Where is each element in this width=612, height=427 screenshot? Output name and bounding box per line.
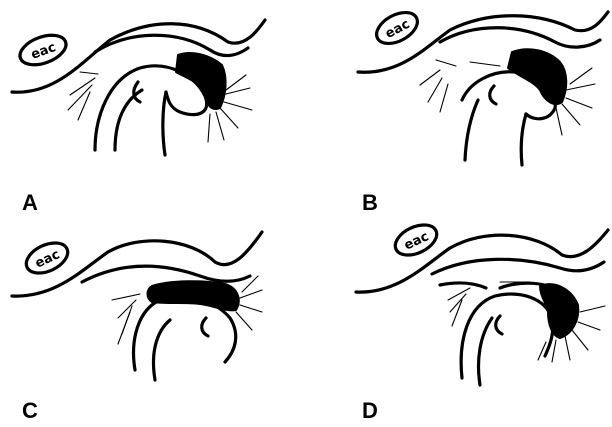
disc-displaced — [508, 49, 566, 104]
panel-letter-c: C — [22, 398, 38, 423]
condyle-mark — [202, 318, 208, 336]
ear-canal-label: eac — [16, 30, 70, 71]
disc-posterior-band — [176, 53, 226, 109]
condyle-mark — [490, 86, 496, 104]
panel-letter-b: B — [362, 190, 378, 215]
condyle-mark — [496, 316, 502, 334]
panel-a: eac A — [12, 20, 265, 215]
condyle-neck — [465, 100, 478, 160]
anterior-fibers — [448, 282, 530, 326]
panel-letter-d: D — [362, 398, 378, 423]
panel-letter-a: A — [22, 190, 38, 215]
articular-eminence — [82, 266, 250, 282]
ear-canal-label: eac — [391, 219, 442, 261]
articular-eminence — [432, 259, 604, 274]
panel-c: eac C — [12, 232, 262, 423]
perforation-gap-left — [440, 283, 486, 288]
panel-b: eac B — [358, 6, 608, 215]
condyle-head — [461, 294, 553, 378]
condyle-neck — [153, 320, 170, 380]
condyle-head — [134, 297, 236, 370]
disc-normal — [148, 281, 239, 310]
condyle-neck — [479, 318, 493, 385]
retrodiscal-fibers — [236, 276, 262, 330]
ear-canal-label: eac — [371, 6, 422, 50]
anterior-fibers — [420, 60, 500, 112]
condyle-head — [95, 66, 207, 150]
panel-d: eac D — [356, 219, 608, 423]
condyle-neck-post — [521, 114, 526, 165]
ear-canal-label: eac — [22, 237, 73, 279]
condyle-neck — [163, 92, 166, 155]
anterior-fibers — [68, 72, 98, 120]
